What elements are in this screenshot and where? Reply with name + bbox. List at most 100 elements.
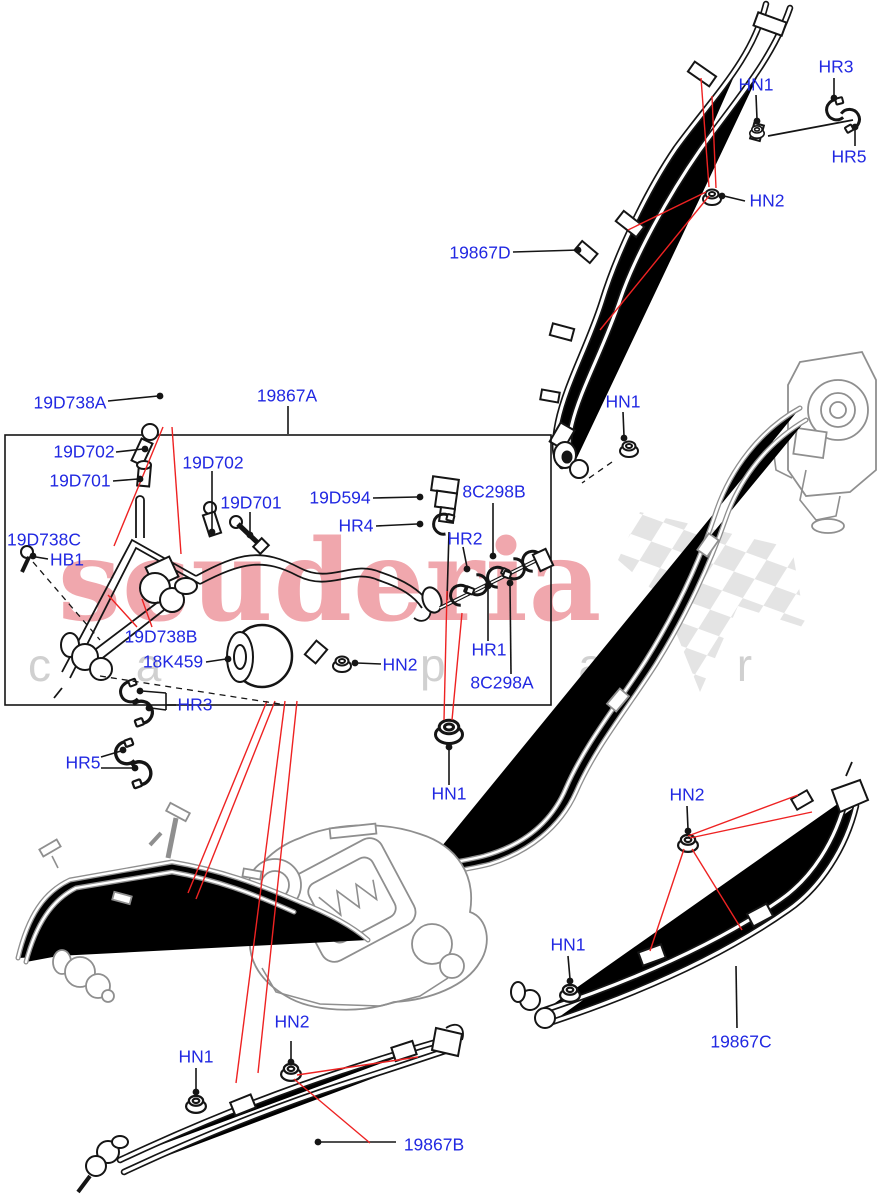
leader-line: [195, 700, 276, 900]
leader-dot: [156, 392, 164, 400]
leader-dot: [224, 655, 232, 663]
leader-dot: [192, 1088, 200, 1096]
part-label-hr1[interactable]: HR1: [471, 639, 507, 660]
leader-line: [150, 707, 167, 711]
leader-line: [700, 77, 710, 188]
leader-line: [115, 448, 144, 453]
leader-dot: [208, 528, 216, 536]
part-label-hn1-center[interactable]: HN1: [431, 783, 467, 804]
part-label-hn2-box[interactable]: HN2: [382, 654, 418, 675]
leader-dot: [574, 246, 582, 254]
leader-dot: [314, 1138, 322, 1146]
leader-line: [649, 848, 685, 952]
leader-dot: [351, 659, 359, 667]
leader-line: [296, 1056, 419, 1076]
leader-dot: [489, 552, 497, 560]
leader-line: [107, 395, 159, 402]
part-label-8c298b[interactable]: 8C298B: [462, 481, 526, 502]
watermark-checkered-flag: [618, 512, 806, 692]
part-label-19d738c[interactable]: 19D738C: [7, 529, 81, 550]
leader-line: [171, 426, 182, 555]
leader-line: [512, 249, 580, 253]
part-label-hr5-left[interactable]: HR5: [65, 752, 101, 773]
leader-dot: [445, 743, 453, 751]
leader-line: [99, 675, 281, 705]
part-label-hr4[interactable]: HR4: [338, 515, 374, 536]
leader-line: [711, 95, 717, 189]
leader-dot: [141, 445, 149, 453]
leader-line: [257, 700, 298, 1074]
leader-line: [686, 805, 689, 830]
leader-line: [375, 523, 418, 527]
part-label-19d738a[interactable]: 19D738A: [33, 392, 107, 413]
leader-dot: [851, 123, 859, 131]
gray-context-pipe-right: [424, 408, 806, 876]
leader-dot: [506, 579, 514, 587]
leader-line: [689, 811, 813, 839]
part-label-hn1-top[interactable]: HN1: [738, 74, 774, 95]
leader-dot: [830, 94, 838, 102]
part-label-19d701-1[interactable]: 19D701: [49, 470, 111, 491]
leader-dot: [119, 746, 127, 754]
leader-line: [235, 700, 286, 1084]
leader-line: [112, 478, 139, 482]
auxiliary-heater-drawing: [771, 351, 877, 534]
part-label-19d702-1[interactable]: 19D702: [53, 441, 115, 462]
part-label-hn2-top[interactable]: HN2: [749, 190, 785, 211]
leader-line: [687, 794, 799, 837]
leader-dot: [416, 493, 424, 501]
pipe-assembly-19867b-drawing: [76, 1023, 464, 1194]
leader-line: [100, 750, 122, 758]
leader-line: [187, 700, 268, 894]
part-label-hr3-left[interactable]: HR3: [177, 694, 213, 715]
leader-dot: [620, 434, 628, 442]
leader-dot: [29, 552, 37, 560]
leader-line: [443, 590, 448, 721]
part-label-19867a[interactable]: 19867A: [256, 385, 318, 406]
part-label-hr5-top[interactable]: HR5: [831, 146, 867, 167]
leader-dot: [145, 704, 153, 712]
leader-dot: [463, 565, 471, 573]
part-label-8c298a[interactable]: 8C298A: [470, 672, 534, 693]
pipe-assembly-19867c-drawing: [510, 761, 870, 1029]
leader-line: [735, 965, 738, 1029]
part-label-hn2-bottomleft[interactable]: HN2: [274, 1011, 310, 1032]
leader-line: [205, 658, 227, 663]
part-label-19d594[interactable]: 19D594: [309, 487, 371, 508]
leader-line: [446, 531, 450, 601]
leader-line: [107, 594, 138, 628]
leader-line: [509, 584, 512, 675]
leader-line: [35, 556, 49, 560]
part-label-19867c[interactable]: 19867C: [710, 1031, 772, 1052]
part-label-19867b[interactable]: 19867B: [403, 1134, 465, 1155]
leader-lines-layer: [29, 77, 859, 1146]
part-label-hr2[interactable]: HR2: [447, 528, 483, 549]
leader-dot: [684, 827, 692, 835]
leader-line: [622, 411, 625, 437]
leader-line: [599, 195, 710, 331]
leader-dot: [416, 520, 424, 528]
part-label-19d702-2[interactable]: 19D702: [182, 452, 244, 473]
gray-context-pipes-bottomleft: [18, 801, 368, 1003]
leader-dot: [718, 192, 726, 200]
assembly-box: [4, 434, 552, 706]
leader-line: [723, 195, 746, 202]
leader-line: [567, 955, 571, 980]
part-label-hn1-bottomleft[interactable]: HN1: [178, 1046, 214, 1067]
part-label-19d701-2[interactable]: 19D701: [220, 492, 282, 513]
part-label-18k459[interactable]: 18K459: [142, 651, 204, 672]
leader-dot: [753, 117, 761, 125]
part-label-19d738b[interactable]: 19D738B: [124, 626, 198, 647]
leader-line: [293, 1078, 371, 1144]
part-label-hn2-right[interactable]: HN2: [669, 784, 705, 805]
leader-line: [141, 690, 167, 694]
part-label-hn1-midright[interactable]: HN1: [605, 391, 641, 412]
leader-line: [451, 612, 463, 721]
part-label-19867d[interactable]: 19867D: [449, 242, 511, 263]
part-label-hr3-top[interactable]: HR3: [818, 56, 854, 77]
leader-dot: [484, 582, 492, 590]
part-label-hn1-bottomright[interactable]: HN1: [550, 934, 586, 955]
part-label-hb1[interactable]: HB1: [49, 549, 85, 570]
